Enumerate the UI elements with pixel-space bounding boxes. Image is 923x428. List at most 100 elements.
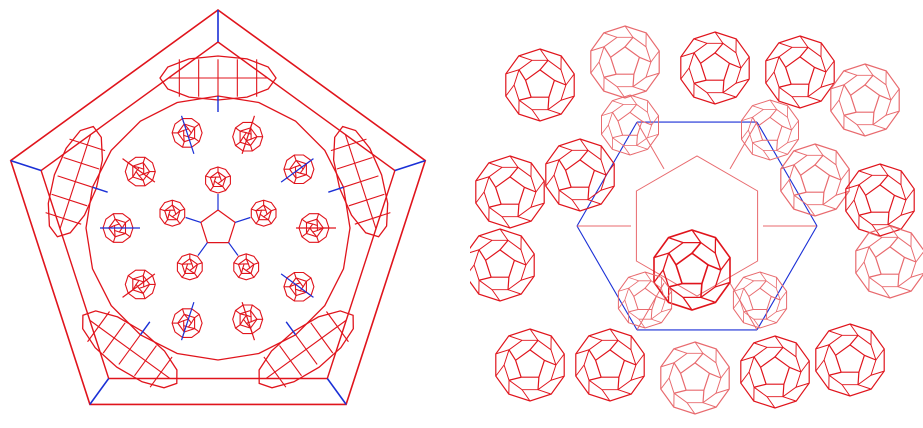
cage-edge (576, 365, 584, 376)
cluster-spoke (294, 178, 296, 183)
outer-cage (816, 324, 884, 396)
cage-edge (518, 204, 519, 216)
cage-edge (506, 85, 514, 96)
cage-back-ring (599, 37, 651, 86)
mid-cage (618, 272, 671, 328)
outer-cage (496, 329, 564, 401)
central-cage (654, 230, 730, 310)
inner-cluster (251, 200, 276, 226)
cage-edge (775, 347, 783, 357)
cage-edge (869, 274, 881, 277)
cluster-spoke (271, 209, 276, 211)
cage-edge (692, 243, 701, 254)
cage-edge (859, 212, 871, 215)
cage-edge (633, 74, 634, 86)
cage-edge (766, 310, 767, 320)
cage-outline (742, 100, 799, 160)
fan-cluster (46, 127, 105, 237)
cage-edge (651, 51, 659, 62)
cluster-spoke (306, 278, 311, 281)
cage-edge (846, 200, 854, 211)
cage-edge (916, 251, 923, 262)
cage-edge (681, 68, 689, 79)
cage-edge (519, 70, 526, 81)
cage-back-ring (854, 175, 906, 224)
cage-edge (844, 112, 856, 115)
cage-edge (661, 378, 669, 389)
cluster-spoke (239, 273, 242, 277)
cage-edge (816, 360, 824, 371)
cage-edge (509, 336, 522, 340)
cluster-spoke (113, 214, 115, 219)
cage-edge (783, 397, 796, 401)
cage-edge (604, 74, 616, 77)
cage-edge (823, 205, 836, 209)
cluster-spoke (143, 276, 144, 282)
cage-edge (559, 160, 566, 171)
cage-edge (694, 80, 706, 83)
cage-edge (794, 192, 806, 195)
cage-edge (777, 140, 778, 150)
cluster-spoke (251, 209, 256, 211)
cage-back-ring (514, 60, 566, 109)
cage-edge (779, 57, 786, 68)
cage-edge (808, 97, 821, 101)
cage-edge (792, 121, 799, 130)
cluster-spoke (113, 237, 115, 242)
cage-edge (489, 204, 501, 207)
cage-outline (546, 139, 614, 211)
cage-edge (500, 240, 508, 250)
cluster-spoke (251, 305, 253, 310)
center-pentagon (201, 210, 235, 243)
framework-edge (757, 122, 817, 226)
frame-connector (327, 378, 346, 404)
cage-edge (669, 253, 676, 265)
inner-cluster (160, 200, 185, 226)
cage-edge (865, 75, 873, 85)
cage-edge (618, 377, 619, 389)
cage-front-face (761, 357, 790, 384)
cage-front-face (526, 70, 555, 97)
cage-edge (721, 258, 730, 270)
cage-back-ring (789, 155, 841, 204)
cluster-spoke (294, 155, 296, 160)
cluster-spoke (133, 279, 139, 280)
cage-edge (744, 288, 749, 296)
cage-back-ring (839, 75, 891, 124)
cluster-spoke (236, 310, 241, 313)
cage-edge (754, 343, 767, 347)
cage-edge (601, 125, 608, 134)
cage-back-ring (774, 47, 826, 96)
cluster-spoke (160, 209, 165, 211)
cage-edge (637, 135, 638, 145)
schlegel-diagram-panel (0, 0, 440, 428)
cluster-spoke (251, 310, 252, 316)
cage-back-ring (484, 167, 536, 216)
cage-edge (800, 47, 808, 57)
cluster-spoke (143, 180, 145, 185)
cage-edge (613, 135, 623, 138)
cluster-spoke (165, 220, 168, 224)
cage-edge (777, 151, 788, 155)
cage-edge (754, 357, 761, 368)
cage-edge (801, 361, 809, 372)
cage-edge (509, 377, 521, 380)
center-connector (229, 243, 238, 256)
cluster-spoke (143, 293, 145, 298)
cage-edge (496, 365, 504, 376)
cage-edge (723, 93, 736, 97)
cage-edge (858, 385, 871, 389)
cluster-spoke (128, 177, 133, 180)
cage-front-face (836, 345, 865, 372)
cage-edge (844, 85, 851, 96)
cage-edge (518, 217, 531, 221)
cluster-spoke (317, 214, 319, 219)
outer-cage (476, 156, 544, 228)
cage-edge (858, 372, 859, 384)
cluster-spoke (306, 175, 311, 178)
web-edge (242, 116, 254, 154)
cage-outline (661, 342, 729, 414)
cage-front-face (611, 47, 640, 74)
cage-edge (479, 277, 491, 280)
cage-edge (701, 297, 716, 302)
